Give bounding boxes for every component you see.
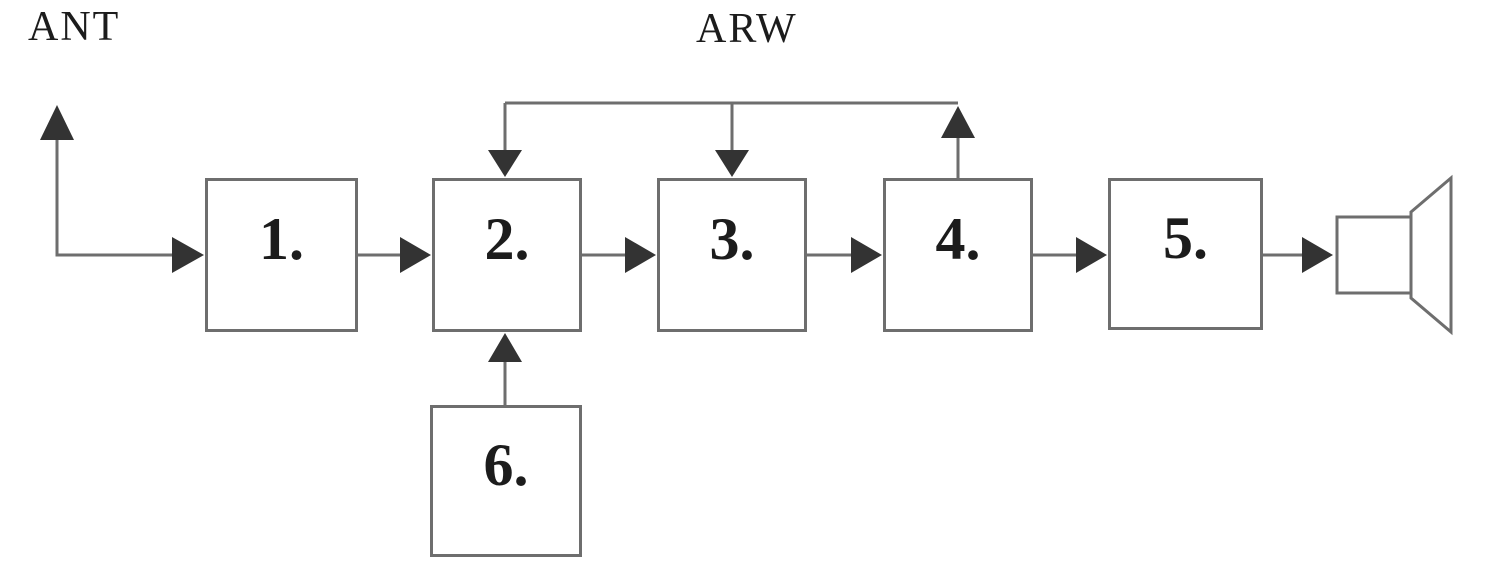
antenna-up-arrow-icon xyxy=(40,105,204,273)
arrow-block1-to-block2 xyxy=(358,237,431,273)
block-2-label: 2. xyxy=(484,206,530,272)
block-3: 3. xyxy=(657,178,807,332)
antenna-label: ANT xyxy=(28,4,121,50)
arrow-block6-to-block2 xyxy=(488,333,522,405)
block-2: 2. xyxy=(432,178,582,332)
loudspeaker-icon xyxy=(1335,174,1453,336)
block-6: 6. xyxy=(430,405,582,557)
arrow-block2-to-block3 xyxy=(582,237,656,273)
arw-feedback-line xyxy=(488,101,975,178)
block-5: 5. xyxy=(1108,178,1263,330)
arrow-block3-to-block4 xyxy=(807,237,882,273)
block-3-label: 3. xyxy=(709,206,755,272)
block-1: 1. xyxy=(205,178,358,332)
block-4-label: 4. xyxy=(935,206,981,272)
block-5-label: 5. xyxy=(1163,205,1208,271)
arrow-block5-to-speaker xyxy=(1263,237,1333,273)
block-6-label: 6. xyxy=(483,432,529,498)
arrow-block4-to-block5 xyxy=(1033,237,1107,273)
block-4: 4. xyxy=(883,178,1033,332)
block-1-label: 1. xyxy=(259,206,304,272)
agc-label: ARW xyxy=(696,6,798,52)
